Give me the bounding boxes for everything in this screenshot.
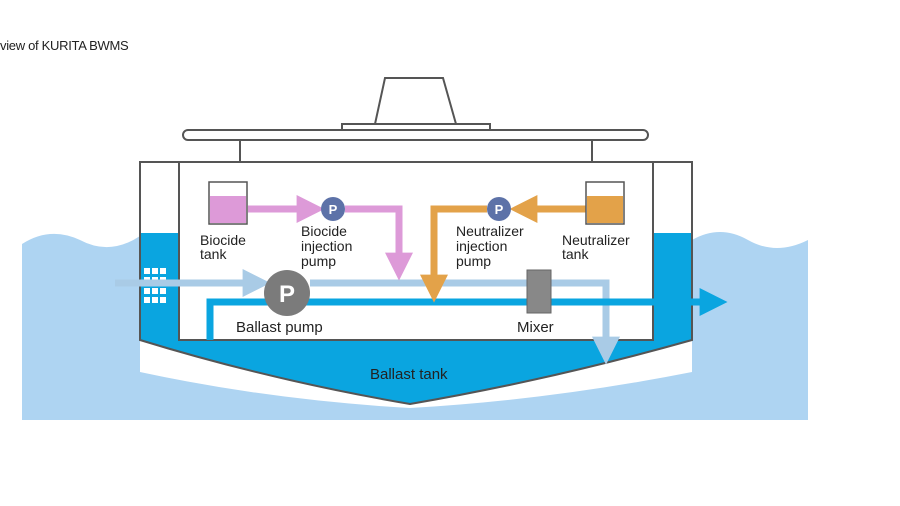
ballast-tank-label: Ballast tank [370, 366, 448, 383]
neutralizer-injection-pump-icon: P [487, 197, 511, 221]
ballast-pump-label: Ballast pump [236, 319, 323, 336]
ballast-flow [206, 288, 728, 340]
engine-room [178, 161, 654, 341]
mixer-label: Mixer [517, 319, 554, 336]
intake-flow [115, 269, 620, 365]
ship-superstructure [182, 77, 649, 163]
ballast-pump-icon: P [264, 270, 310, 316]
biocide-pump-label: Biocide injection pump [301, 223, 356, 269]
biocide-tank [208, 181, 248, 225]
pump-symbol: P [279, 281, 295, 308]
biocide-injection-pump-icon: P [321, 197, 345, 221]
diagram-caption: view of KURITA BWMS [0, 38, 129, 53]
biocide-line [248, 195, 413, 281]
sea [140, 372, 692, 420]
neutralizer-tank-label: Neutralizer tank [562, 232, 634, 262]
neutralizer-tank [585, 181, 625, 225]
sea [22, 233, 140, 420]
sea [692, 232, 808, 420]
biocide-tank-label: Biocide tank [200, 232, 250, 262]
neutralizer-line [420, 195, 586, 303]
pump-symbol: P [329, 202, 338, 217]
neutralizer-pump-label: Neutralizer injection pump [456, 223, 528, 269]
mixer [526, 269, 552, 314]
pump-symbol: P [495, 202, 504, 217]
